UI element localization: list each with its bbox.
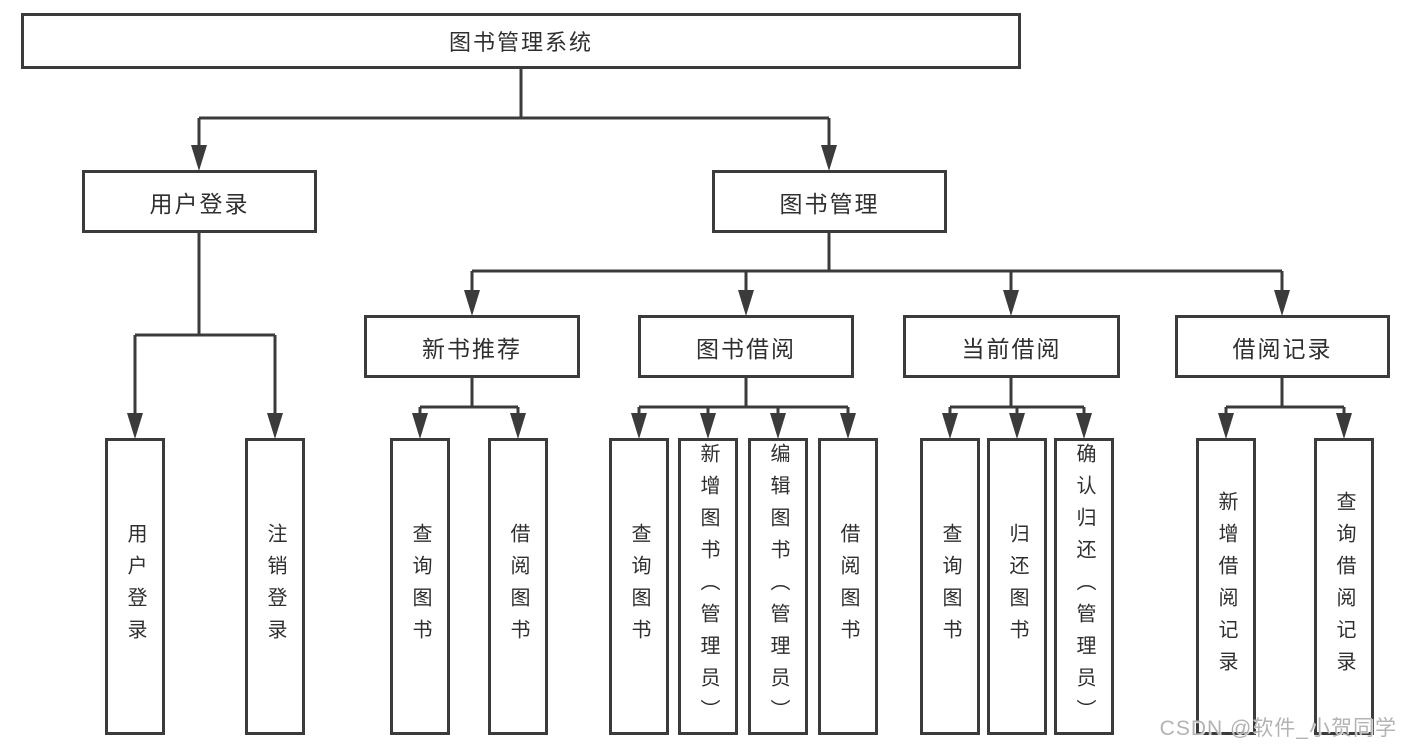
node-borrow-records: 借阅记录	[1175, 315, 1390, 378]
node-leaf-query-books-3: 查询图书	[920, 438, 980, 735]
node-label: 归还图书	[1006, 522, 1028, 651]
node-current-borrow: 当前借阅	[903, 315, 1120, 378]
node-leaf-query-borrow-record: 查询借阅记录	[1314, 438, 1374, 735]
arrowhead	[942, 413, 958, 439]
node-label: 借阅图书	[837, 522, 859, 651]
node-label: 用户登录	[149, 190, 250, 217]
node-label: 查询图书	[628, 522, 650, 651]
edge-current-borrow-split	[942, 378, 1092, 439]
node-label: 图书借阅	[696, 335, 796, 362]
arrowhead	[840, 413, 856, 439]
node-book-borrow: 图书借阅	[638, 315, 854, 378]
node-library-management-system: 图书管理系统	[21, 13, 1021, 69]
node-new-book-recommend: 新书推荐	[364, 315, 580, 378]
arrowhead	[464, 290, 480, 316]
node-leaf-user-login: 用户登录	[105, 438, 165, 735]
node-leaf-edit-books-admin: 编辑图书（管理员）	[748, 438, 808, 735]
arrowhead	[1218, 413, 1234, 439]
arrowhead	[1274, 290, 1290, 316]
node-label: 查询借阅记录	[1333, 490, 1355, 683]
arrowhead	[191, 145, 207, 171]
arrowhead	[1009, 413, 1025, 439]
node-leaf-query-books-2: 查询图书	[609, 438, 669, 735]
arrowhead	[267, 413, 283, 439]
node-label: 新增图书（管理员）	[697, 442, 719, 731]
node-leaf-logout: 注销登录	[245, 438, 305, 735]
node-label: 借阅记录	[1232, 335, 1333, 362]
node-label: 图书管理系统	[448, 30, 593, 55]
node-leaf-query-books-1: 查询图书	[390, 438, 450, 735]
arrowhead	[1003, 290, 1019, 316]
arrowhead	[412, 413, 428, 439]
arrowhead	[127, 413, 143, 439]
node-label: 用户登录	[124, 522, 146, 651]
node-label: 注销登录	[264, 522, 286, 651]
node-leaf-borrow-books-2: 借阅图书	[818, 438, 878, 735]
node-label: 新增借阅记录	[1215, 490, 1237, 683]
arrowhead	[631, 413, 647, 439]
arrowhead	[510, 413, 526, 439]
arrowhead	[770, 413, 786, 439]
node-label: 确认归还（管理员）	[1073, 442, 1095, 731]
edge-new-book-split	[412, 378, 526, 439]
node-label: 查询图书	[409, 522, 431, 651]
edge-book-borrow-split	[631, 378, 856, 439]
arrowhead	[821, 145, 837, 171]
node-label: 编辑图书（管理员）	[767, 442, 789, 731]
node-label: 图书管理	[779, 190, 880, 217]
arrowhead	[738, 290, 754, 316]
node-book-management: 图书管理	[712, 170, 947, 233]
arrowhead	[700, 413, 716, 439]
arrowhead	[1076, 413, 1092, 439]
watermark: CSDN @软件_小贺同学	[1159, 717, 1397, 740]
node-label: 借阅图书	[507, 522, 529, 651]
node-leaf-confirm-return-admin: 确认归还（管理员）	[1054, 438, 1114, 735]
node-label: 新书推荐	[422, 335, 522, 362]
node-label: 查询图书	[939, 522, 961, 651]
node-user-login: 用户登录	[82, 170, 317, 233]
node-label: 当前借阅	[961, 335, 1062, 362]
node-leaf-return-books: 归还图书	[987, 438, 1047, 735]
edge-borrow-records-split	[1218, 378, 1352, 439]
arrowhead	[1336, 413, 1352, 439]
node-leaf-borrow-books-1: 借阅图书	[488, 438, 548, 735]
edge-root-to-level2	[191, 69, 837, 171]
node-leaf-add-borrow-record: 新增借阅记录	[1196, 438, 1256, 735]
edge-book-management-split	[464, 233, 1290, 316]
node-leaf-add-books-admin: 新增图书（管理员）	[678, 438, 738, 735]
edge-user-login-split	[127, 233, 283, 439]
